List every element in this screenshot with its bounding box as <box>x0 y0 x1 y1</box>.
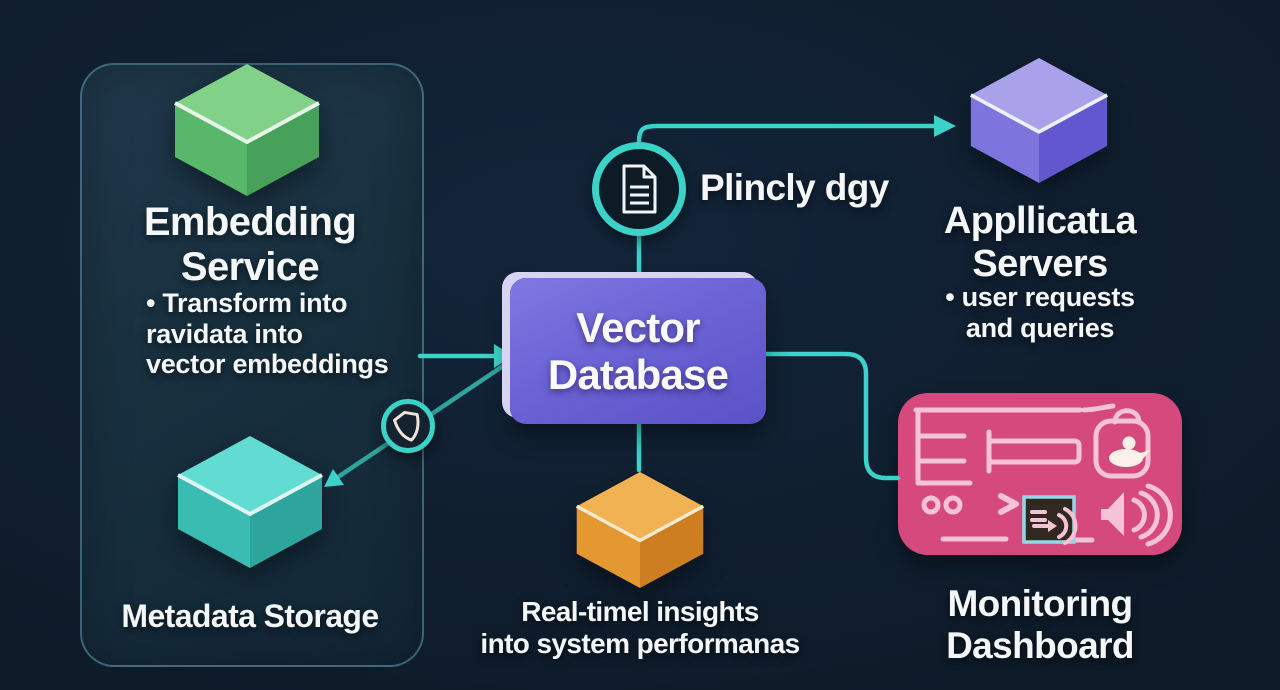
application-servers-title: Appllicatʟa Servers <box>943 200 1137 285</box>
speaker-cone-icon <box>1101 492 1124 536</box>
monitoring-dashboard-card <box>898 393 1182 555</box>
document-icon <box>622 164 657 214</box>
speaker-icon <box>1131 497 1147 533</box>
embedding-service-bullets: • Transform into ravidata into vector em… <box>146 288 389 379</box>
terminal-icon <box>1022 495 1078 545</box>
green-cube-icon <box>174 64 320 196</box>
orange-cube-icon <box>575 472 705 588</box>
vector-database-label-line2: Database <box>547 351 729 398</box>
policy-note-label: Plincly dgy <box>700 167 889 208</box>
vector-database-label-line1: Vector <box>576 303 700 351</box>
document-badge <box>592 142 686 236</box>
vector-database-node: Vector Database <box>510 278 766 424</box>
monitoring-dashboard-label: Monitoring Dashboard <box>946 583 1134 666</box>
purple-cube-icon <box>969 58 1109 183</box>
cloud-user-icon <box>1109 436 1150 467</box>
teal-cube-icon <box>177 436 323 568</box>
embedding-service-title: Embedding Service <box>143 200 357 290</box>
shield-badge <box>381 399 435 453</box>
realtime-insights-label: Real-timel insights into system performa… <box>480 596 800 659</box>
connector-db-to-dashboard <box>763 351 901 481</box>
connector-doc-to-servers <box>636 123 937 145</box>
dots-icon <box>921 495 941 515</box>
prompt-icon <box>998 493 1019 515</box>
bag-cloud-icon <box>1093 418 1151 479</box>
application-servers-bullets: • user requests and queries <box>945 282 1135 343</box>
shield-icon <box>393 410 420 442</box>
metadata-storage-label: Metadata Storage <box>121 598 379 634</box>
window-lines-icon <box>913 403 1173 547</box>
